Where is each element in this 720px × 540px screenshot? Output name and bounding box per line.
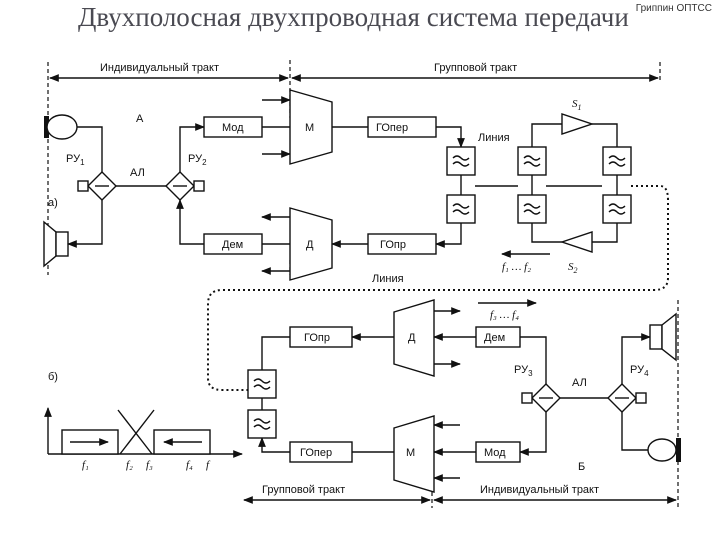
line-label-upper: Линия (478, 132, 510, 144)
modulator-m-b (393, 415, 435, 493)
spectrum-plot: f₁ f₂ f₃ f₄ f (44, 407, 243, 471)
mod-label-a: Мод (222, 122, 244, 134)
speaker-icon (43, 220, 69, 268)
gopr-rx-label-a: ГОпр (380, 239, 406, 251)
demodulator-d-a (289, 207, 333, 281)
band-low-label: f₁ … f₂ (502, 261, 531, 273)
d-label-a: Д (306, 239, 314, 251)
diagram-b: f₃ … f₄ ГОпр ГОпер Д М Дем Мод (44, 299, 681, 508)
bridge-ru4 (607, 383, 647, 413)
amplifier-s2 (559, 231, 593, 253)
amplifier-s1 (561, 113, 595, 135)
line-link-dotted (207, 185, 669, 391)
gopr-tx-box-b (289, 441, 353, 463)
spectrum-f4: f₄ (186, 459, 193, 471)
corner-note: Гриппин ОПТСС (635, 3, 712, 14)
spectrum-f: f (206, 459, 211, 471)
ru2-label: РУ2 (188, 153, 207, 167)
part-b-label: б) (48, 371, 58, 383)
microphone-icon (44, 114, 78, 140)
bridge-ru3 (521, 383, 561, 413)
section-individual-label-b: Индивидуальный тракт (480, 484, 599, 496)
line-label-lower: Линия (372, 273, 404, 285)
gopr-tx-box-a (367, 116, 437, 138)
band-high-label: f₃ … f₄ (490, 309, 519, 321)
part-a-label: а) (48, 197, 58, 209)
dem-box-a (203, 233, 263, 255)
s2-label: S2 (568, 261, 578, 275)
mod-label-b: Мод (484, 447, 506, 459)
filter-icon (602, 194, 632, 224)
gopr-tx-label-b: ГОпер (300, 447, 332, 459)
microphone-icon (647, 438, 681, 462)
mod-box-b (475, 441, 521, 463)
s1-label: S1 (572, 98, 582, 112)
gopr-tx-label-a: ГОпер (376, 122, 408, 134)
m-label-b: М (406, 447, 415, 459)
filter-icon (247, 369, 277, 399)
ru4-label: РУ4 (630, 364, 649, 378)
station-b-label: Б (578, 461, 585, 473)
spectrum-f2: f₂ (126, 459, 133, 471)
demodulator-d-b (393, 299, 435, 377)
section-individual-label: Индивидуальный тракт (100, 62, 219, 74)
m-label-a: М (305, 122, 314, 134)
gopr-rx-box-b (289, 326, 353, 348)
dem-label-b: Дем (484, 332, 505, 344)
modulator-m-a (289, 89, 333, 165)
gopr-rx-label-b: ГОпр (304, 332, 330, 344)
station-a-label: А (136, 113, 144, 125)
diagram-a: Индивидуальный тракт Групповой тракт (43, 58, 669, 391)
gopr-rx-box-a (367, 233, 437, 255)
d-label-b: Д (408, 332, 416, 344)
bridge-ru2 (165, 171, 205, 201)
ru3-label: РУ3 (514, 364, 533, 378)
speaker-icon (649, 312, 677, 362)
dem-box-b (475, 326, 521, 348)
ru1-label: РУ1 (66, 153, 85, 167)
section-group-label-b: Групповой тракт (262, 484, 345, 496)
bridge-ru1 (77, 171, 117, 201)
filter-icon (517, 146, 547, 176)
section-group-label: Групповой тракт (434, 62, 517, 74)
mod-box-a (203, 116, 263, 138)
filter-icon (517, 194, 547, 224)
filter-icon (446, 146, 476, 176)
spectrum-f3: f₃ (146, 459, 153, 471)
spectrum-f1: f₁ (82, 459, 89, 471)
page-title: Двухполосная двухпроводная система перед… (78, 2, 629, 32)
dem-label-a: Дем (222, 239, 243, 251)
filter-icon (446, 194, 476, 224)
al-label-a: АЛ (130, 167, 145, 179)
filter-icon (602, 146, 632, 176)
filter-icon (247, 409, 277, 439)
al-label-b: АЛ (572, 377, 587, 389)
